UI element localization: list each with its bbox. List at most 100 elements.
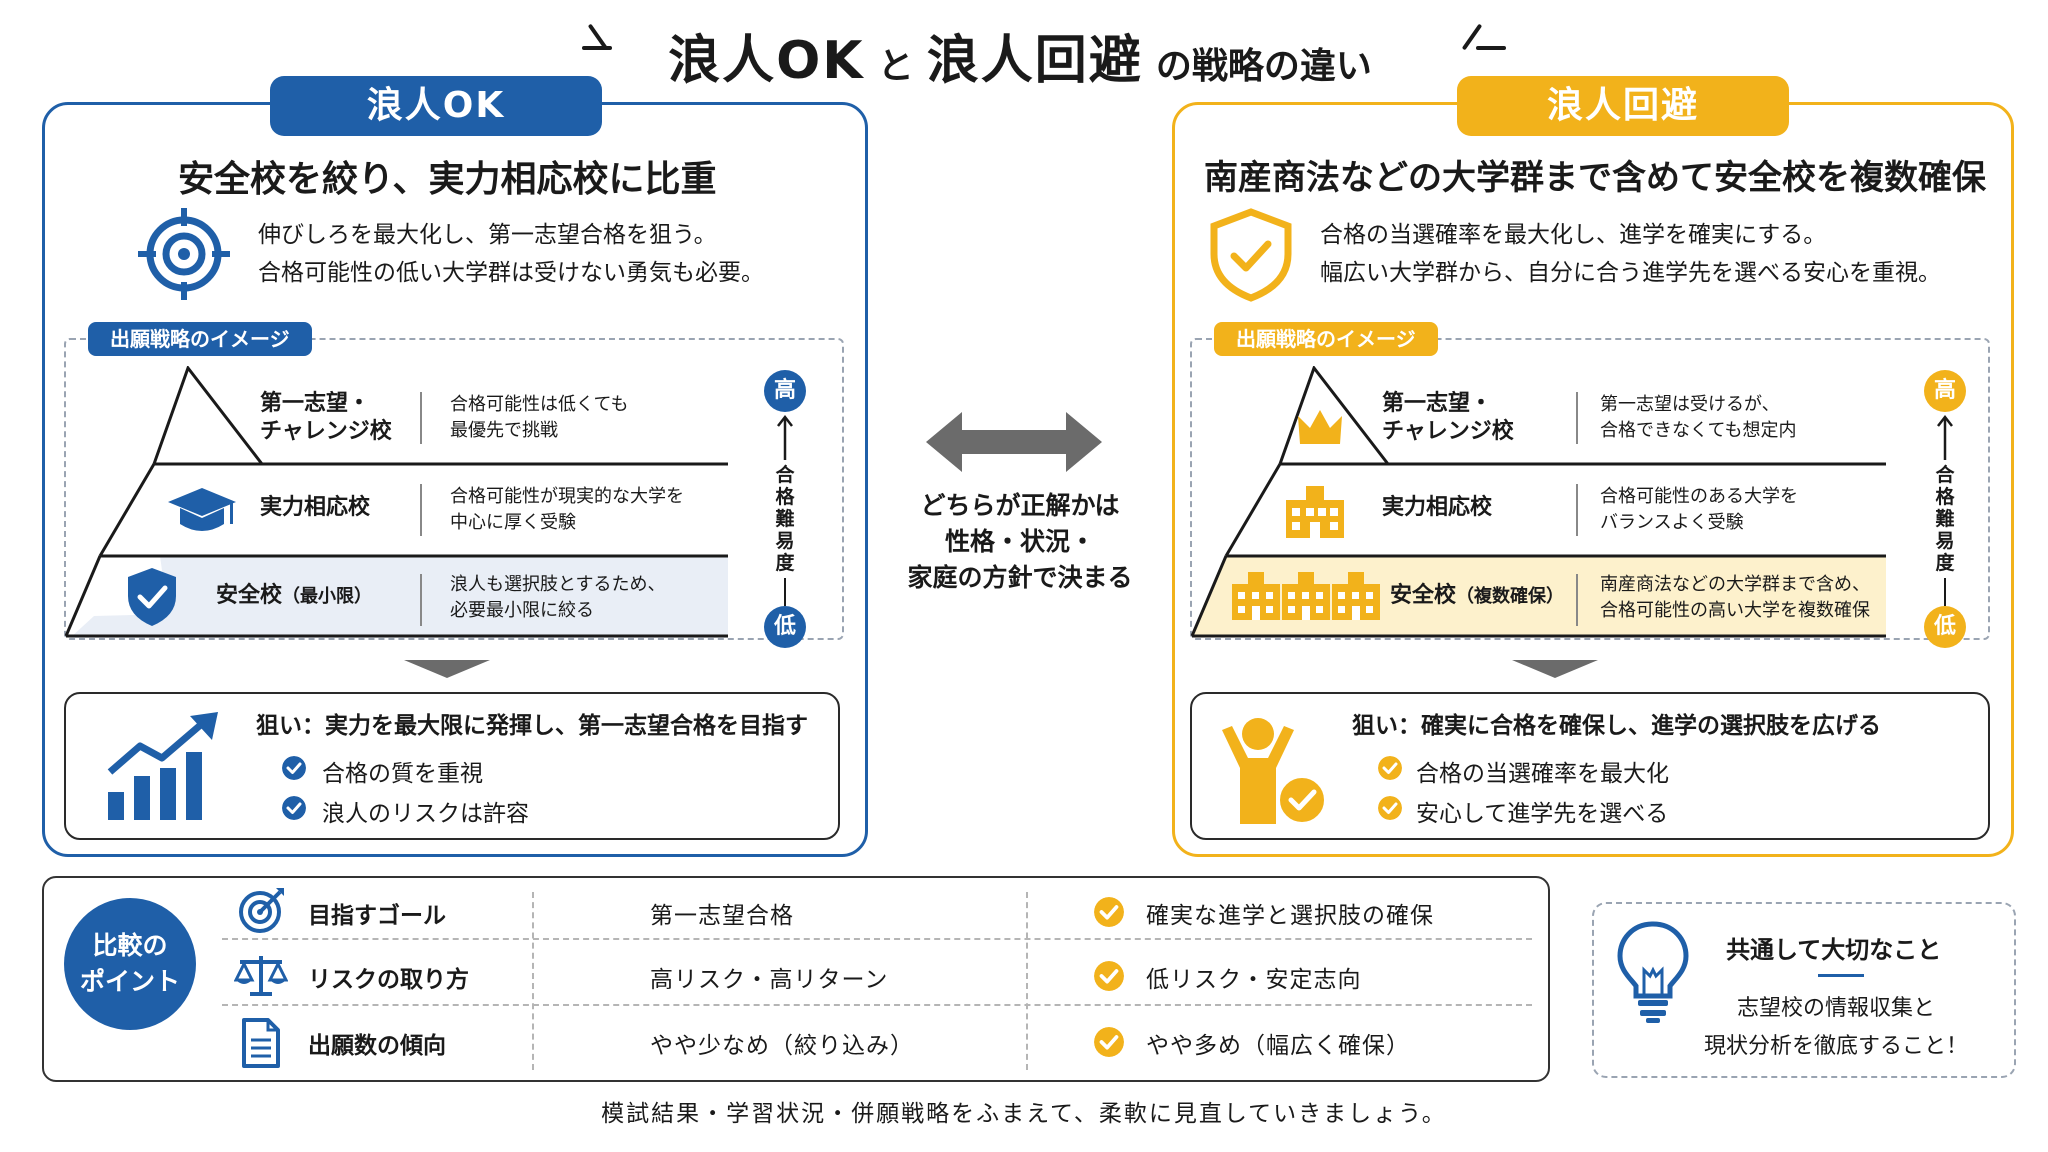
comparison-col-divider-2	[1026, 892, 1028, 1070]
comparison-row-3-check-icon	[1094, 1027, 1124, 1057]
ronin-ok-goal-item-2: 浪人のリスクは許容	[322, 801, 529, 827]
ronin-ok-tier2-desc-1: 合格可能性が現実的な大学を	[450, 486, 684, 507]
ronin-avoid-desc-1: 合格の当選確率を最大化し、進学を確実にする。	[1320, 222, 1827, 248]
ronin-ok-tier1-title-1: 第一志望・	[260, 391, 371, 416]
ronin-ok-scale-line	[784, 578, 786, 606]
comparison-row-3-avoid: やや多め（幅広く確保）	[1146, 1033, 1410, 1059]
common-point-title: 共通して大切なこと	[1726, 936, 1942, 964]
title-accent-left-2	[582, 46, 612, 50]
ronin-avoid-tier3-title-paren: （複数確保）	[1456, 586, 1565, 607]
center-line-3: 家庭の方針で決まる	[907, 563, 1133, 592]
ronin-avoid-tier3-desc-1: 南産商法などの大学群まで含め、	[1600, 574, 1870, 595]
ronin-avoid-tier2-desc-1: 合格可能性のある大学を	[1600, 486, 1798, 507]
document-icon	[242, 1018, 280, 1068]
shield-check-icon	[128, 568, 176, 626]
common-point-body-line-2: 現状分析を徹底すること！	[1703, 1034, 1968, 1059]
ronin-ok-tier3-desc-1: 浪人も選択肢とするため、	[450, 574, 666, 595]
center-line-2: 性格・状況・	[944, 527, 1095, 556]
school-building-icon	[1286, 486, 1344, 538]
ronin-ok-tier2-desc-2: 中心に厚く受験	[450, 512, 576, 533]
ronin-ok-scale-high: 高	[764, 370, 806, 412]
ronin-ok-tier3-separator	[420, 574, 422, 626]
crown-icon	[1298, 410, 1342, 444]
title-part3: 浪人回避	[926, 31, 1143, 91]
ronin-ok-tier3-title-main: 安全校	[216, 583, 283, 608]
ronin-avoid-tier1-title-1: 第一志望・	[1382, 391, 1493, 416]
comparison-row-2-avoid: 低リスク・安定志向	[1146, 967, 1362, 993]
ronin-ok-goal-title: 狙い：実力を最大限に発揮し、第一志望合格を目指す	[256, 713, 808, 739]
ronin-avoid-tier1-separator	[1576, 392, 1578, 444]
ronin-avoid-scale-char-5: 度	[1935, 552, 1955, 574]
ronin-ok-down-arrow-icon	[404, 660, 490, 678]
comparison-row-3-label: 出願数の傾向	[308, 1033, 446, 1059]
ronin-ok-tier3-title-paren: （最小限）	[282, 586, 373, 607]
ronin-avoid-scale-char-2: 格	[1935, 486, 1955, 508]
ronin-avoid-tier2-desc-2: バランスよく受験	[1600, 512, 1744, 533]
lightbulb-icon	[1617, 921, 1689, 1023]
ronin-avoid-tier3-separator	[1576, 574, 1578, 626]
school-building-2-icon	[1282, 572, 1330, 620]
ronin-ok-scale-low: 低	[764, 606, 806, 648]
ronin-avoid-tab: 浪人回避	[1457, 76, 1789, 136]
ronin-ok-tier1-desc-2: 最優先で挑戦	[450, 420, 558, 441]
graduation-cap-icon	[168, 488, 236, 531]
footer-note: 模試結果・学習状況・併願戦略をふまえて、柔軟に見直していきましょう。	[601, 1101, 1447, 1127]
ronin-ok-image-label: 出願戦略のイメージ	[88, 322, 312, 356]
ronin-ok-desc-2: 合格可能性の低い大学群は受けない勇気も必要。	[258, 260, 764, 286]
title-part1: 浪人OK	[668, 31, 865, 91]
ronin-avoid-scale-line	[1944, 578, 1946, 606]
ronin-ok-desc-1: 伸びしろを最大化し、第一志望合格を狙う。	[258, 222, 717, 248]
ronin-avoid-tier3-title: 安全校（複数確保）	[1390, 582, 1564, 611]
ronin-avoid-tier3-title-main: 安全校	[1390, 583, 1457, 608]
ronin-avoid-goal-check-1-icon	[1378, 756, 1402, 780]
comparison-badge-line-2: ポイント	[79, 967, 180, 996]
comparison-row-1-ok: 第一志望合格	[650, 903, 794, 929]
balance-scale-icon	[234, 956, 288, 996]
ronin-avoid-goal-item-2: 安心して進学先を選べる	[1416, 801, 1669, 827]
ronin-avoid-tier1-desc-2: 合格できなくても想定内	[1600, 420, 1797, 441]
ronin-ok-scale-label: 合 格 難 易 度	[773, 464, 797, 574]
growth-chart-icon	[107, 712, 218, 820]
ronin-avoid-scale-arrow-icon	[1937, 414, 1953, 460]
title-part4: の戦略の違い	[1155, 46, 1372, 87]
target-arrow-icon	[239, 888, 284, 933]
ronin-avoid-desc-2: 幅広い大学群から、自分に合う進学先を選べる安心を重視。	[1320, 260, 1941, 286]
title-part2: と	[877, 46, 914, 87]
ronin-avoid-tier2-title: 実力相応校	[1382, 495, 1493, 520]
ronin-ok-goal-item-1: 合格の質を重視	[322, 761, 483, 787]
ronin-ok-tier1-separator	[420, 392, 422, 444]
ronin-avoid-scale-high: 高	[1924, 370, 1966, 412]
ronin-ok-headline: 安全校を絞り、実力相応校に比重	[178, 159, 717, 200]
ronin-ok-scale-char-5: 度	[775, 552, 795, 574]
ronin-ok-tier1-title-2: チャレンジ校	[260, 419, 392, 444]
ronin-ok-scale-char-4: 易	[775, 530, 795, 552]
comparison-badge-line-1: 比較の	[92, 931, 168, 960]
target-icon	[138, 208, 230, 300]
ronin-avoid-tier1-desc-1: 第一志望は受けるが、	[1600, 394, 1780, 415]
ronin-avoid-image-box	[1190, 338, 1990, 640]
ronin-ok-scale-arrow-icon	[777, 414, 793, 460]
ronin-ok-tier1-desc-1: 合格可能性は低くても	[450, 394, 629, 415]
title-accent-right-2	[1476, 46, 1506, 50]
ronin-avoid-goal-item-1: 合格の当選確率を最大化	[1416, 761, 1669, 787]
person-check-icon	[1222, 718, 1328, 826]
ronin-avoid-goal-box	[1190, 692, 1990, 840]
comparison-row-2-check-icon	[1094, 961, 1124, 991]
school-building-3-icon	[1332, 572, 1380, 620]
comparison-badge: 比較の ポイント	[64, 898, 196, 1030]
comparison-row-1-label: 目指すゴール	[308, 903, 446, 929]
ronin-ok-tier2-title: 実力相応校	[260, 495, 371, 520]
ronin-ok-scale-char-3: 難	[775, 508, 795, 530]
comparison-col-divider-1	[532, 892, 534, 1070]
comparison-row-2-label: リスクの取り方	[308, 967, 469, 993]
double-arrow-icon	[926, 412, 1102, 472]
ronin-ok-tier3-title: 安全校（最小限）	[216, 582, 372, 611]
shield-check-outline-icon	[1210, 208, 1292, 302]
ronin-ok-scale-char-2: 格	[775, 486, 795, 508]
ronin-avoid-tier2-separator	[1576, 484, 1578, 536]
ronin-avoid-scale-label: 合 格 難 易 度	[1933, 464, 1957, 574]
ronin-ok-pyramid	[64, 366, 728, 638]
comparison-row-1-check-icon	[1094, 897, 1124, 927]
ronin-avoid-tier1-title-2: チャレンジ校	[1382, 419, 1514, 444]
center-line-1: どちらが正解かは	[920, 491, 1120, 520]
